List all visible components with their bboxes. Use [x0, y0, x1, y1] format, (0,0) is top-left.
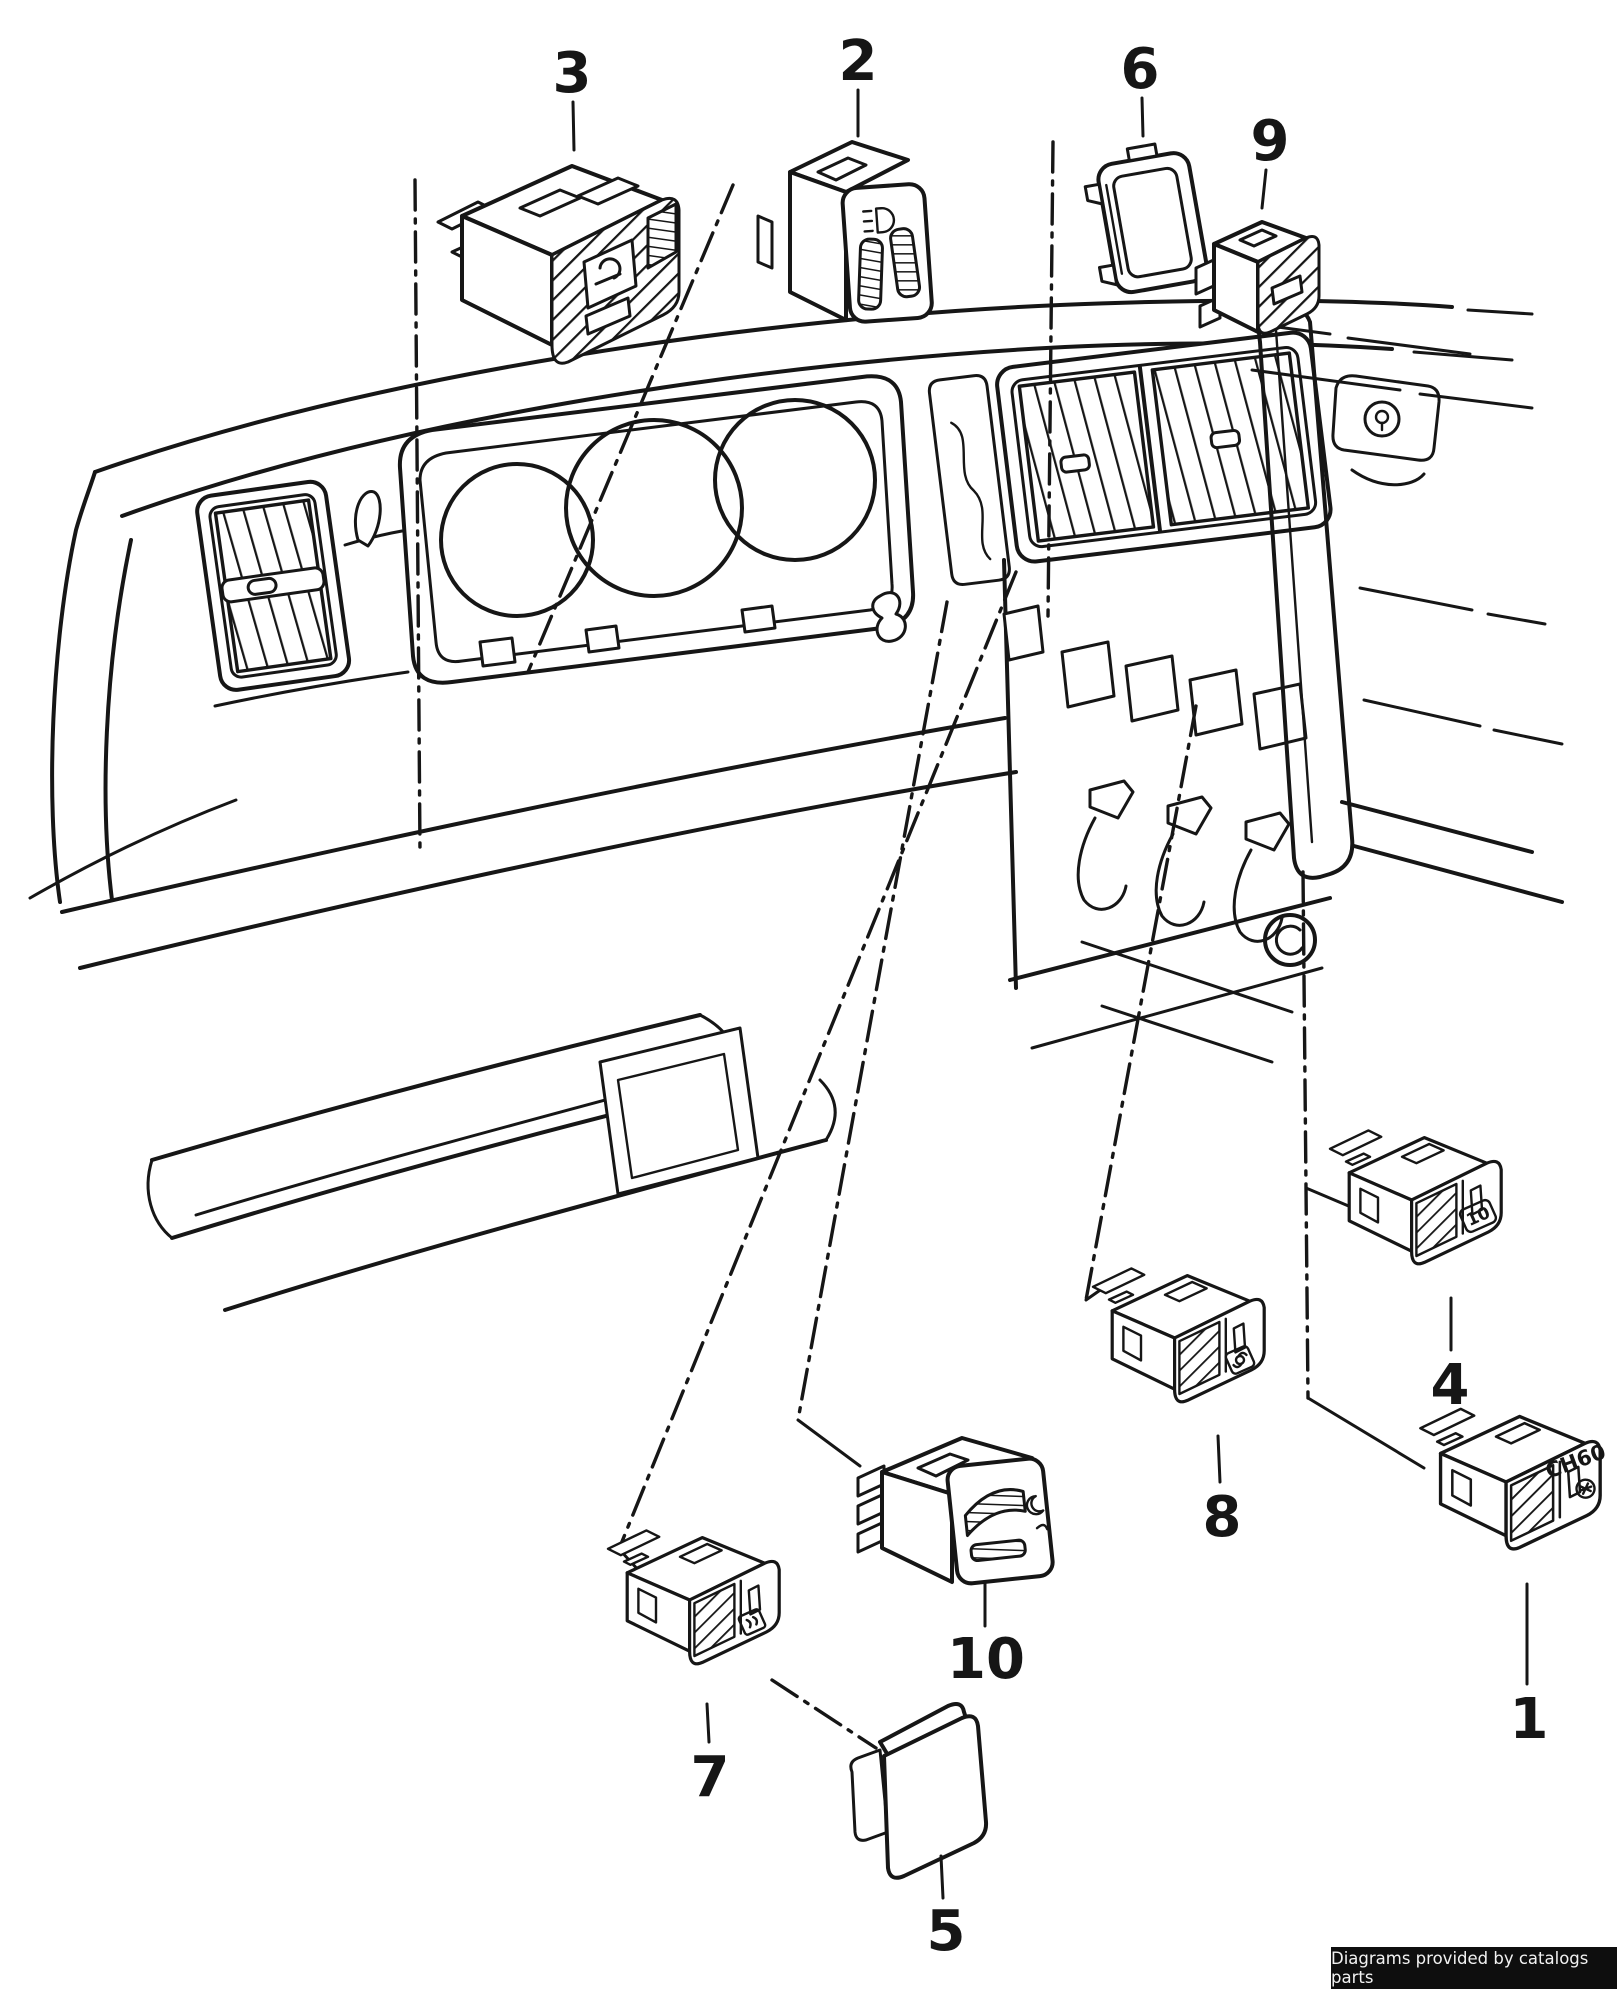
- leader-line-6: [1046, 140, 1055, 618]
- ribbed-thumbwheel: [857, 237, 884, 311]
- part-5-blanking-cover[interactable]: [849, 1702, 989, 1880]
- dashboard-illustration: [28, 298, 1564, 1312]
- gauge-speedometer: [439, 462, 595, 618]
- callout-6[interactable]: 6: [1121, 37, 1160, 102]
- callout-8[interactable]: 8: [1203, 1485, 1242, 1550]
- leader-lines: [413, 140, 1426, 1750]
- footer-credit-text: Diagrams provided by catalogs parts: [1331, 1949, 1589, 1987]
- instrument-dimmer-icon: [1025, 1494, 1045, 1516]
- tray-opening: [598, 1026, 760, 1196]
- defrost-icon: [1575, 1478, 1596, 1499]
- callout-2[interactable]: 2: [839, 29, 878, 94]
- callout-7[interactable]: 7: [691, 1745, 730, 1810]
- right-button-panel: [1331, 374, 1441, 487]
- ribbed-wheel: [646, 202, 678, 270]
- callout-10[interactable]: 10: [947, 1627, 1025, 1692]
- leader-line-8: [1084, 704, 1198, 1302]
- part-1-switch-ch60[interactable]: CH60: [1418, 1407, 1617, 1551]
- cluster-side-knob: [871, 591, 907, 643]
- part-10-dimmer-switch[interactable]: [856, 1436, 1055, 1586]
- leader-line-5: [770, 1678, 878, 1750]
- callout-5[interactable]: 5: [927, 1899, 966, 1964]
- vent-adjuster-pod: [353, 490, 382, 548]
- leader-line-10: [796, 600, 949, 1422]
- part-7-switch[interactable]: [606, 1528, 781, 1666]
- heated-mirror-icon: [737, 1608, 767, 1636]
- callout-3[interactable]: 3: [553, 41, 592, 106]
- gauge-tachometer: [564, 418, 744, 598]
- callout-4[interactable]: 4: [1431, 1353, 1470, 1418]
- leader-line-4-1: [1301, 870, 1310, 1400]
- fan-icon: [1224, 1345, 1256, 1375]
- part-8-switch[interactable]: [1091, 1266, 1266, 1404]
- callout-numbers: 3 2 6 9 7 10 5 8 4 1: [553, 29, 1549, 1964]
- part-2-headlight-switch[interactable]: [756, 140, 934, 324]
- part-3-hazard-switch[interactable]: [436, 164, 681, 365]
- callout-1[interactable]: 1: [1510, 1687, 1549, 1752]
- callout-9[interactable]: 9: [1251, 109, 1290, 174]
- dimmer-thumbwheel: [963, 1488, 1027, 1537]
- part-6-mounting-frame[interactable]: [1080, 139, 1209, 297]
- cigarette-lighter: [1263, 913, 1317, 967]
- center-air-vents: [927, 330, 1333, 586]
- leader-line-7: [617, 570, 1018, 1551]
- part-9-switch[interactable]: [1194, 220, 1321, 335]
- part-4-switch[interactable]: 10: [1328, 1128, 1503, 1266]
- headlight-icon: [862, 207, 896, 234]
- gauge-clock: [713, 398, 877, 562]
- leader-line-2: [526, 183, 735, 674]
- small-square-opening: [1002, 604, 1045, 662]
- bell-icon: [594, 257, 622, 286]
- leader-line-3: [413, 178, 422, 854]
- left-air-vent: [195, 479, 352, 692]
- instrument-cluster: [397, 374, 916, 685]
- footer-credit-bar: Diagrams provided by catalogs parts: [1331, 1947, 1617, 1989]
- center-stack: [1002, 558, 1332, 1050]
- ribbed-thumbwheel: [889, 227, 922, 299]
